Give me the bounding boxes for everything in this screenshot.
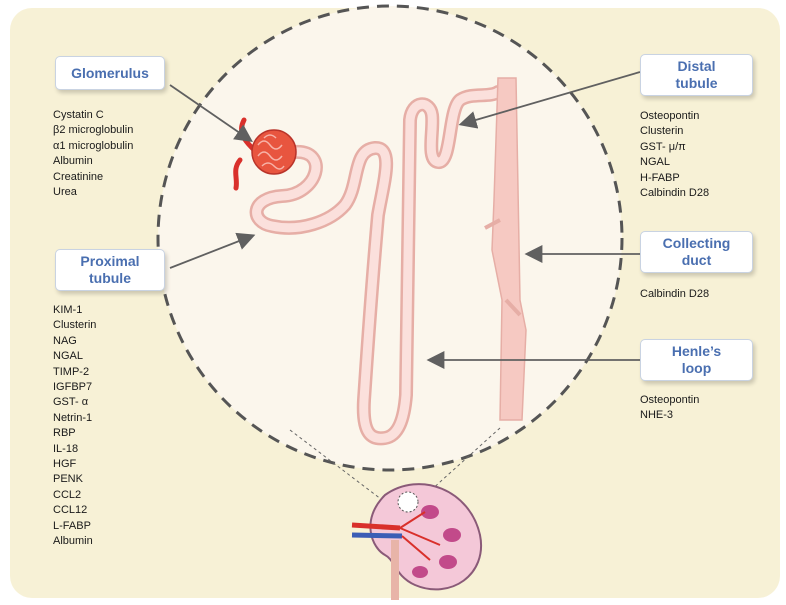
distal-tubule-title: Distal tubule: [676, 58, 718, 92]
marker-item: Cystatin C: [53, 108, 133, 123]
marker-item: H-FABP: [640, 171, 709, 186]
marker-item: Clusterin: [640, 124, 709, 139]
marker-item: HGF: [53, 457, 96, 472]
distal-tubule-label: Distal tubule: [640, 54, 753, 96]
glomerulus-markers: Cystatin C β2 microglobulin α1 microglob…: [53, 108, 133, 200]
glomerulus-label: Glomerulus: [55, 56, 165, 90]
collecting-duct-label: Collecting duct: [640, 231, 753, 273]
marker-item: Clusterin: [53, 318, 96, 333]
collecting-duct-title: Collecting duct: [663, 235, 731, 269]
glomerulus-title: Glomerulus: [71, 65, 149, 82]
marker-item: Osteopontin: [640, 393, 699, 408]
marker-item: α1 microglobulin: [53, 139, 133, 154]
henles-loop-title: Henle’s loop: [672, 343, 721, 377]
proximal-tubule-title: Proximal tubule: [80, 253, 139, 287]
marker-item: RBP: [53, 426, 96, 441]
henles-loop-label: Henle’s loop: [640, 339, 753, 381]
marker-item: Calbindin D28: [640, 287, 709, 302]
marker-item: Calbindin D28: [640, 186, 709, 201]
marker-item: NGAL: [640, 155, 709, 170]
marker-item: KIM-1: [53, 303, 96, 318]
magnified-nephron-circle: [158, 6, 622, 470]
marker-item: Creatinine: [53, 170, 133, 185]
proximal-tubule-markers: KIM-1 Clusterin NAG NGAL TIMP-2 IGFBP7 G…: [53, 303, 96, 550]
marker-item: GST- α: [53, 395, 96, 410]
marker-item: PENK: [53, 472, 96, 487]
marker-item: Osteopontin: [640, 109, 709, 124]
marker-item: Albumin: [53, 154, 133, 169]
marker-item: CCL12: [53, 503, 96, 518]
marker-item: NHE-3: [640, 408, 699, 423]
marker-item: NAG: [53, 334, 96, 349]
marker-item: L-FABP: [53, 519, 96, 534]
marker-item: Albumin: [53, 534, 96, 549]
marker-item: β2 microglobulin: [53, 123, 133, 138]
marker-item: NGAL: [53, 349, 96, 364]
distal-tubule-markers: Osteopontin Clusterin GST- μ/π NGAL H-FA…: [640, 109, 709, 201]
collecting-duct-markers: Calbindin D28: [640, 287, 709, 302]
marker-item: CCL2: [53, 488, 96, 503]
kidney-icon: [352, 484, 481, 600]
marker-item: Netrin-1: [53, 411, 96, 426]
henles-loop-markers: Osteopontin NHE-3: [640, 393, 699, 424]
marker-item: TIMP-2: [53, 365, 96, 380]
marker-item: GST- μ/π: [640, 140, 709, 155]
marker-item: Urea: [53, 185, 133, 200]
marker-item: IL-18: [53, 442, 96, 457]
marker-item: IGFBP7: [53, 380, 96, 395]
proximal-tubule-label: Proximal tubule: [55, 249, 165, 291]
